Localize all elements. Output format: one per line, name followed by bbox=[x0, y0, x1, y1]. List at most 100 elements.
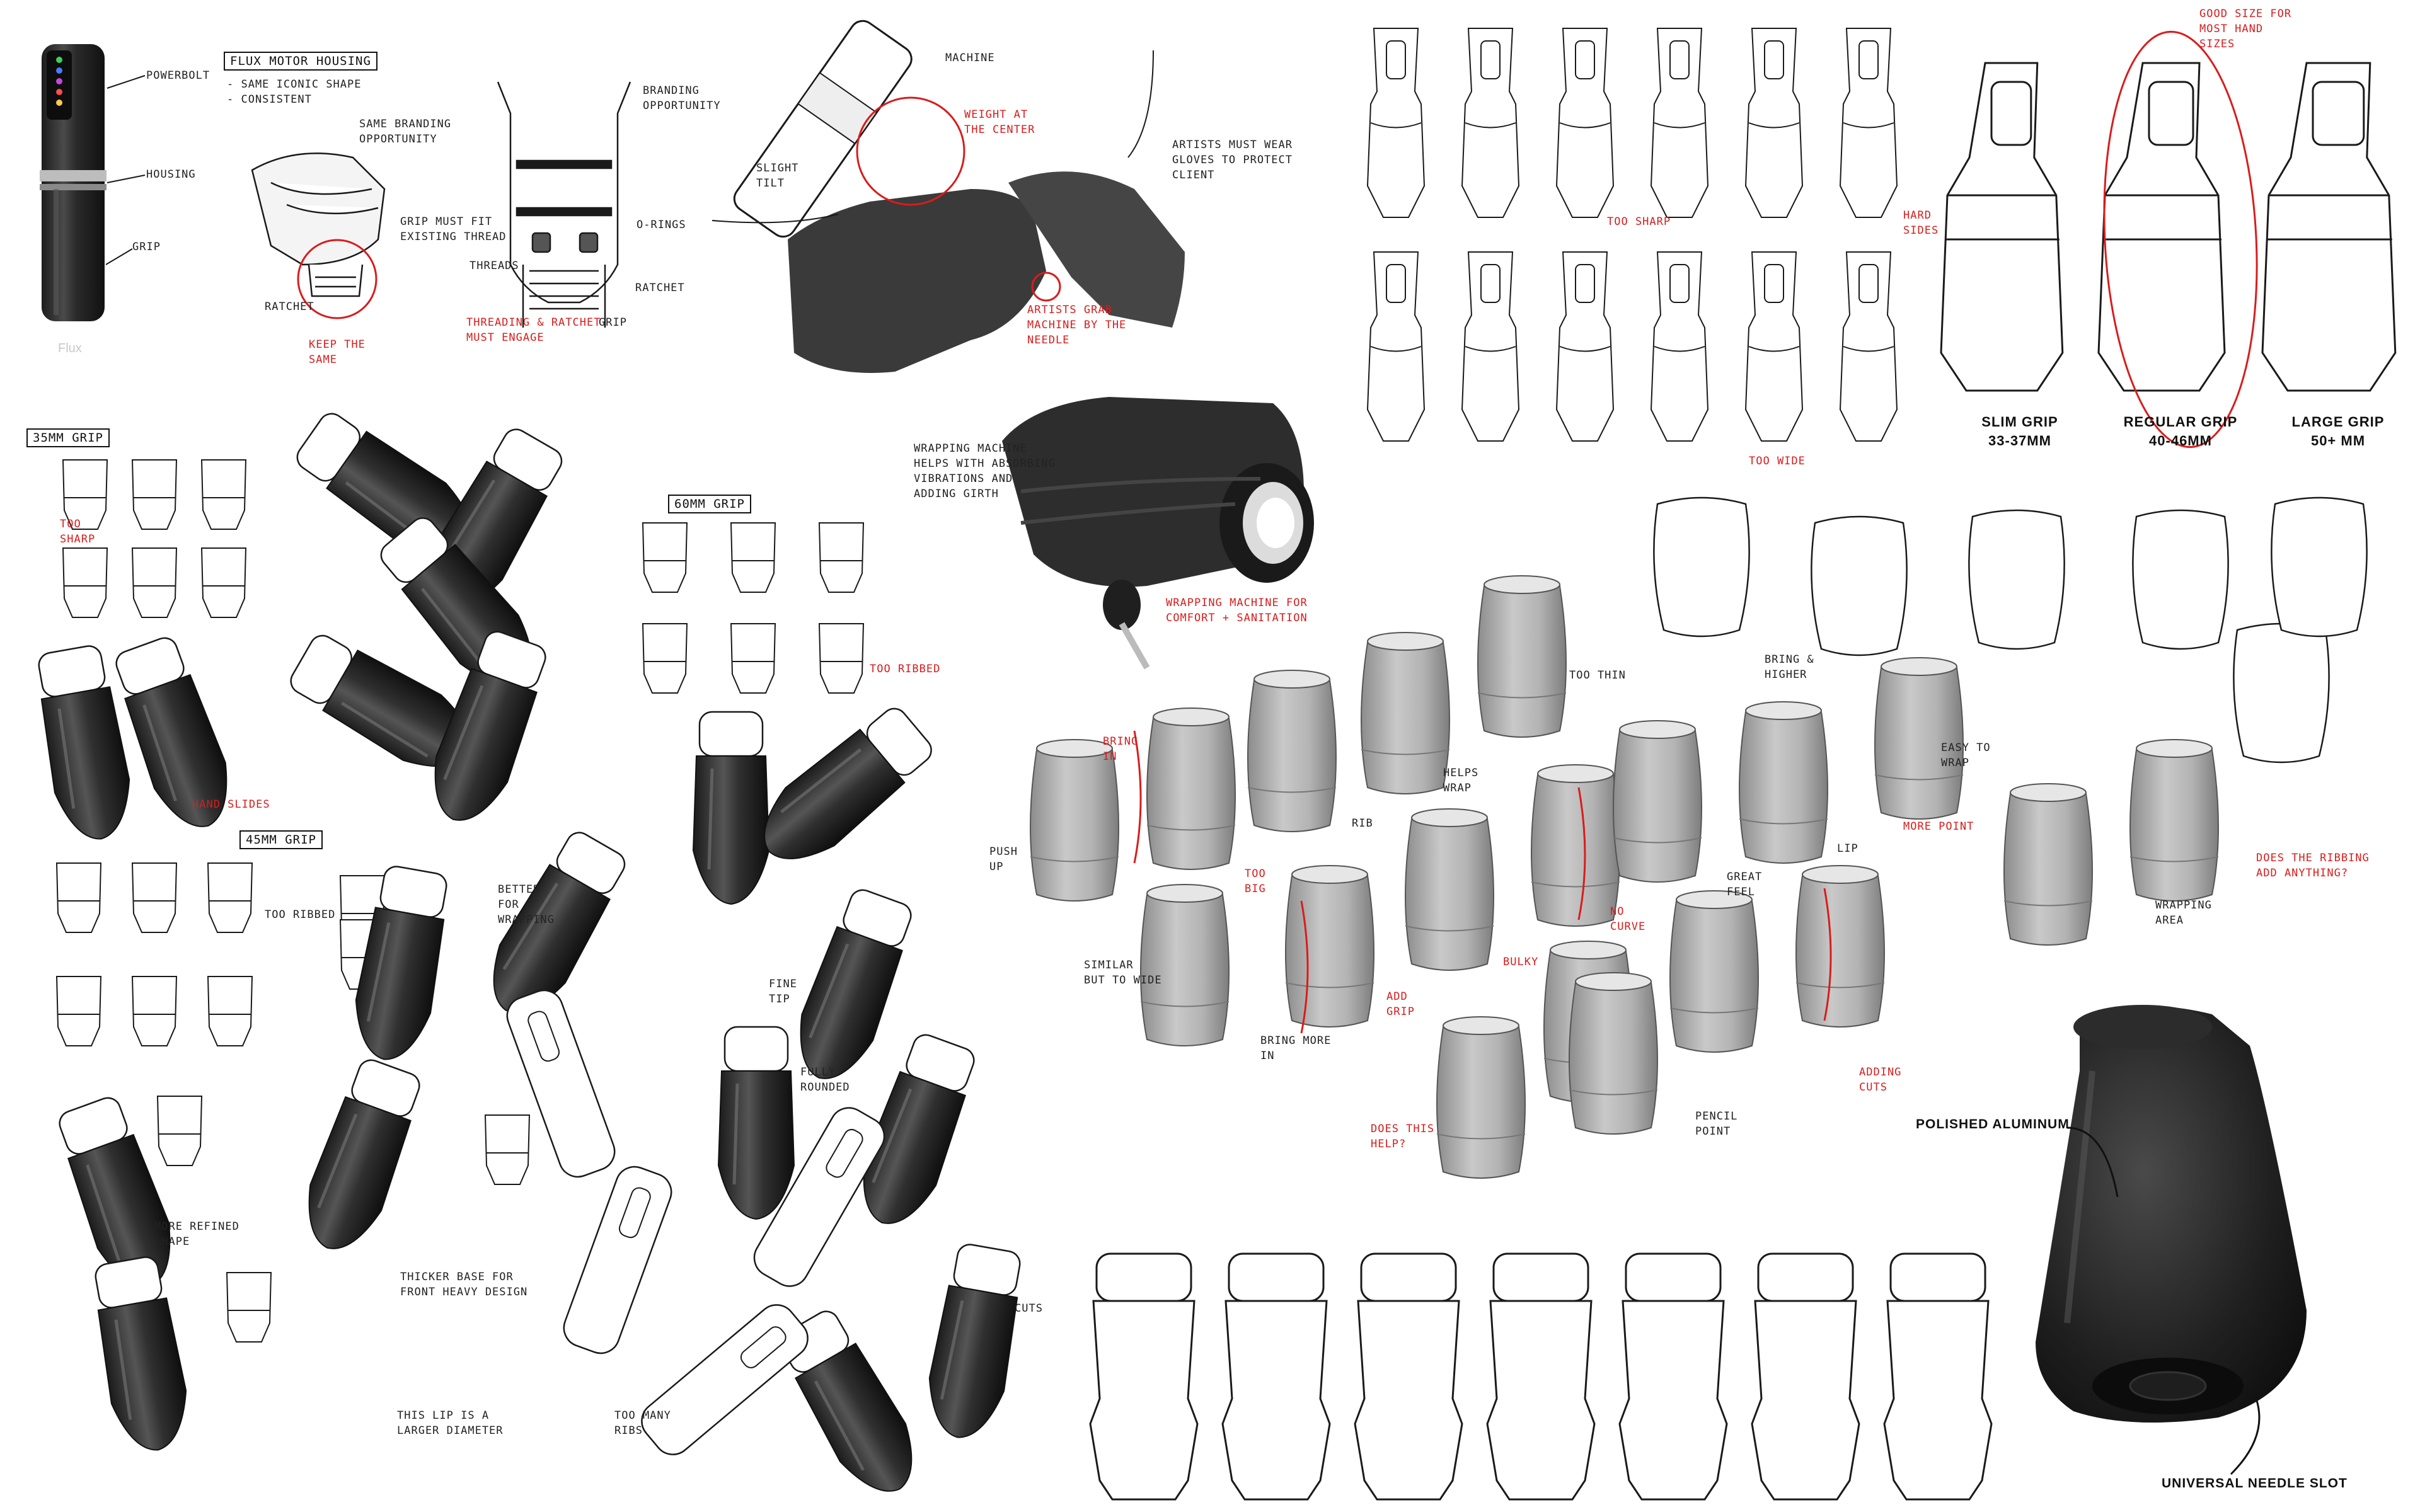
note-too-many-ribs: Too many ribs bbox=[614, 1409, 671, 1437]
grip-35-tag: 35mm Grip bbox=[26, 428, 110, 447]
note-hand-slides: Hand slides bbox=[192, 798, 270, 811]
note-lip: Lip bbox=[1837, 842, 1858, 855]
note-machine: Machine bbox=[945, 52, 995, 64]
note-wrapping: Wrapping machine helps with absorbing vi… bbox=[914, 442, 1056, 500]
dark-grip bbox=[800, 889, 912, 1079]
note-weight-center: Weight at the center bbox=[964, 108, 1035, 136]
grip-profile bbox=[1650, 28, 1709, 218]
hand-machine-illustration bbox=[712, 20, 1185, 373]
grey-grip bbox=[1146, 707, 1236, 870]
flux-product-caption: Flux bbox=[58, 341, 82, 355]
grip-profile-grid bbox=[1366, 28, 1898, 442]
outline-grip-sketch bbox=[1653, 496, 1750, 638]
pen-outline bbox=[641, 1304, 809, 1455]
grip-profile bbox=[1555, 28, 1615, 218]
note-bulky: Bulky bbox=[1503, 956, 1539, 968]
grip-profile bbox=[1366, 251, 1426, 442]
flux-motor-tag: Flux Motor Housing bbox=[224, 52, 377, 71]
grey-grip bbox=[1874, 657, 1964, 820]
note-too-sharp-2: Too sharp bbox=[60, 518, 96, 546]
grip-size-comparison bbox=[1940, 62, 2397, 392]
outline-grip-sketch bbox=[2132, 509, 2229, 650]
note-flux-list: - Same iconic shape - Consistent bbox=[227, 78, 362, 106]
size-grip-outline bbox=[2097, 62, 2226, 392]
note-bring-more-in: Bring more in bbox=[1260, 1034, 1332, 1062]
note-threading: Threading & Ratchet must engage bbox=[466, 316, 601, 344]
note-cuts: Cuts bbox=[1015, 1302, 1043, 1315]
small-grip-outline bbox=[62, 459, 108, 530]
dark-grip bbox=[434, 631, 546, 821]
note-grab-machine: Artists grab machine by the needle bbox=[1027, 304, 1127, 346]
grip-60-tag: 60mm Grip bbox=[668, 495, 751, 513]
dark-grip bbox=[928, 1244, 1021, 1438]
note-pencil-point: Pencil point bbox=[1695, 1110, 1738, 1138]
note-same-branding: Same branding opportunity bbox=[359, 118, 452, 146]
note-powerbolt: Powerbolt bbox=[146, 69, 210, 82]
dark-grip bbox=[493, 832, 626, 1013]
wrapped-machine-render bbox=[1002, 397, 1314, 670]
grip-profile bbox=[1839, 28, 1898, 218]
grey-grip bbox=[2003, 783, 2093, 946]
grey-grip bbox=[1739, 701, 1828, 864]
note-bring-in: Bring in bbox=[1103, 735, 1139, 763]
grey-grip-renders bbox=[1030, 496, 2368, 1179]
small-grip-outline bbox=[818, 623, 865, 694]
note-too-ribbed-1: Too ribbed bbox=[870, 663, 941, 675]
note-ratchet-2: Ratchet bbox=[635, 282, 685, 294]
note-slight-tilt: Slight tilt bbox=[756, 162, 799, 190]
note-fine-tip: Fine tip bbox=[769, 978, 797, 1005]
outline-grip-sketch bbox=[2271, 496, 2368, 638]
grey-grip bbox=[1361, 632, 1450, 794]
small-grip-outline bbox=[818, 522, 865, 593]
small-grip-outline bbox=[484, 1114, 531, 1185]
grey-grip bbox=[1613, 720, 1702, 883]
small-grip-outline bbox=[55, 862, 102, 933]
bottom-outline-row bbox=[1089, 1252, 1993, 1501]
bottom-grip-outline bbox=[1354, 1252, 1463, 1501]
motor-housing-sketch bbox=[251, 152, 386, 297]
grey-grip bbox=[1247, 670, 1337, 832]
outline-grip-sketch bbox=[1968, 509, 2065, 650]
small-grip-outline bbox=[62, 547, 108, 618]
note-too-big: Too big bbox=[1245, 868, 1266, 895]
note-push-up: Push up bbox=[989, 845, 1018, 873]
red-markup-stroke bbox=[1133, 730, 1142, 864]
note-grip: Grip bbox=[132, 241, 161, 253]
regular-grip-highlight bbox=[2103, 30, 2258, 449]
small-grip-outline bbox=[131, 862, 178, 933]
small-grip-outline bbox=[642, 623, 688, 694]
grey-grip bbox=[1405, 808, 1494, 971]
note-too-sharp-1: Too sharp bbox=[1607, 215, 1671, 228]
small-grip-outline bbox=[642, 522, 688, 593]
small-grip-outline bbox=[730, 522, 776, 593]
small-grip-outline bbox=[55, 976, 102, 1046]
callout-universal-needle-slot: Universal Needle Slot bbox=[2162, 1476, 2348, 1491]
size-grip-outline bbox=[1940, 62, 2064, 392]
red-markup-stroke bbox=[1300, 900, 1309, 1034]
grip-profile bbox=[1461, 28, 1520, 218]
small-grip-outline bbox=[131, 976, 178, 1046]
dark-grip bbox=[355, 866, 447, 1060]
bottom-grip-outline bbox=[1751, 1252, 1860, 1501]
note-ratchet: Ratchet bbox=[265, 301, 314, 313]
grip-profile bbox=[1366, 28, 1426, 218]
final-grip-render bbox=[2036, 1005, 2307, 1423]
grip-profile bbox=[1744, 28, 1804, 218]
small-grip-outline bbox=[207, 862, 253, 933]
size-label-large: Large Grip50+ mm bbox=[2291, 414, 2385, 449]
note-does-help: Does this help? bbox=[1371, 1123, 1435, 1150]
size-label-slim: Slim Grip33-37mm bbox=[1981, 414, 2058, 449]
small-grip-outline bbox=[730, 623, 776, 694]
size-grip-outline bbox=[2261, 62, 2397, 392]
pen-outline bbox=[506, 989, 616, 1178]
grey-grip bbox=[1569, 972, 1658, 1135]
dark-grip bbox=[764, 707, 932, 859]
note-too-ribbed-2: Too ribbed bbox=[265, 908, 336, 921]
grip-45-tag: 45mm Grip bbox=[239, 830, 323, 849]
grey-grip bbox=[1140, 884, 1230, 1046]
note-wrap-comfort: Wrapping machine for comfort + sanitatio… bbox=[1166, 597, 1308, 624]
outline-grip-sketch bbox=[1811, 515, 1908, 656]
small-outline-sketches bbox=[55, 459, 865, 1343]
note-rib: Rib bbox=[1352, 817, 1373, 830]
